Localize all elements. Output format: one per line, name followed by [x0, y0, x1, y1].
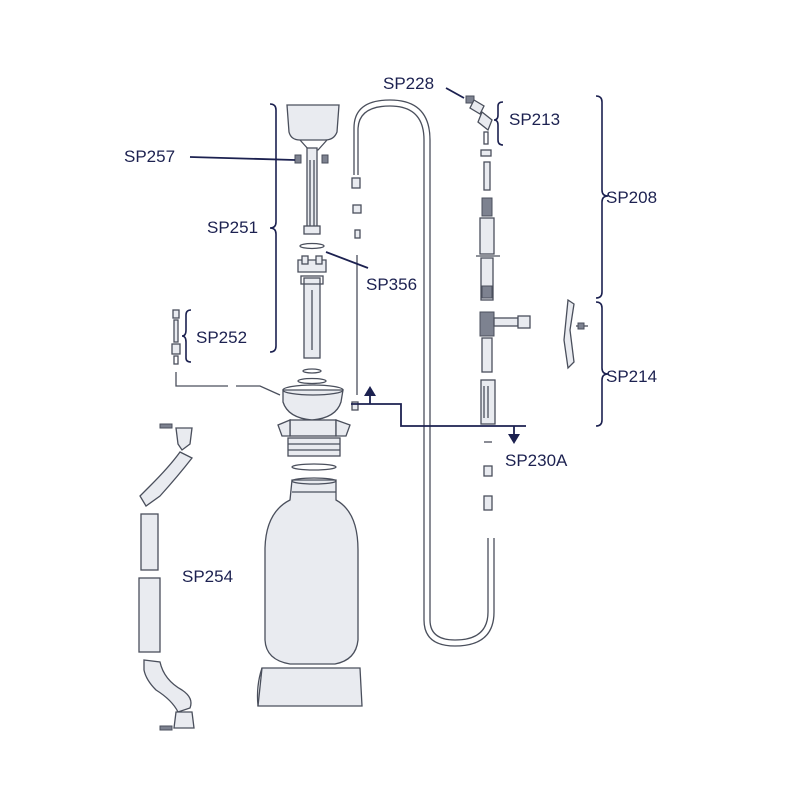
pump-rod [303, 147, 321, 235]
label-sp252: SP252 [196, 328, 247, 347]
label-sp214: SP214 [606, 367, 657, 386]
shoulder-strap [138, 423, 195, 731]
sp228-leader [445, 87, 465, 99]
label-sp356: SP356 [366, 275, 417, 294]
sp208-brace [595, 95, 609, 299]
sp252-brace [181, 309, 192, 363]
hose-fittings [351, 177, 362, 411]
tank-bottle [264, 477, 359, 665]
tank-base [256, 667, 363, 707]
spray-nozzle [465, 95, 493, 132]
pressure-relief-valve [171, 309, 181, 365]
hose-connection-arrows [351, 386, 526, 444]
pump-handle [286, 104, 340, 151]
sp213-brace [493, 101, 504, 146]
label-sp228: SP228 [383, 74, 434, 93]
label-sp251: SP251 [207, 218, 258, 237]
relief-guide-line [175, 372, 281, 396]
nozzle-tip [480, 131, 492, 157]
spray-wand [476, 161, 500, 301]
label-sp257: SP257 [124, 147, 175, 166]
sp257-leader [189, 156, 296, 161]
pump-cylinder [300, 275, 324, 359]
label-sp208: SP208 [606, 188, 657, 207]
shutoff-valve [479, 311, 531, 425]
label-sp254: SP254 [182, 567, 233, 586]
sp356-leader [325, 251, 369, 269]
sp214-brace [595, 301, 609, 427]
rod-clip [294, 154, 329, 164]
trigger-lever [563, 298, 588, 370]
label-sp230a: SP230A [505, 451, 568, 470]
pump-cap [297, 255, 327, 273]
label-sp213: SP213 [509, 110, 560, 129]
spray-hose [353, 99, 495, 647]
hose-end-fittings [483, 441, 493, 511]
check-valve [297, 368, 327, 385]
tank-collar [277, 384, 351, 437]
oring-seal [299, 242, 325, 250]
sp251-brace [269, 103, 277, 353]
tank-neck-ring [287, 437, 341, 471]
